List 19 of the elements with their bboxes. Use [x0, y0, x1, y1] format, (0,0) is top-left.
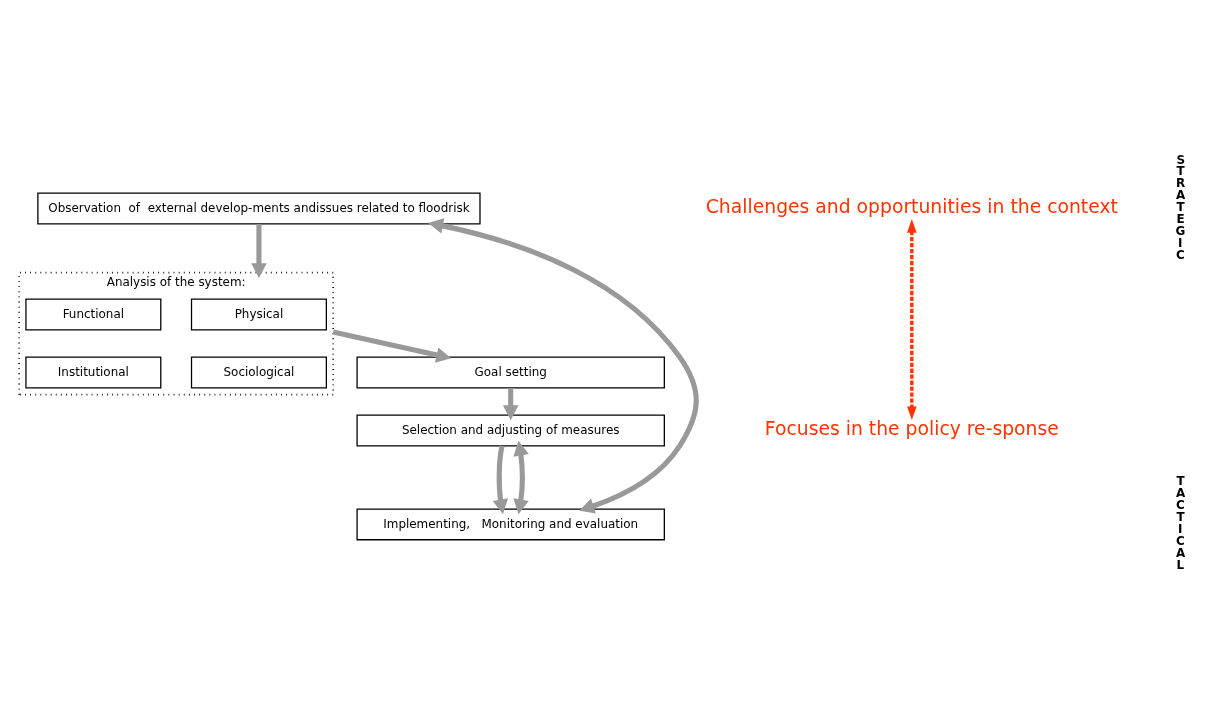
node-box: Institutional: [25, 355, 162, 388]
node-box: Selection and adjusting of measures: [356, 414, 665, 446]
arrow: [251, 223, 267, 278]
arrow: [332, 328, 452, 363]
node-box: Functional: [25, 297, 162, 330]
arrow: [513, 440, 529, 514]
node-box: Implementing, Monitoring and evaluation: [356, 507, 665, 540]
node-box: Goal setting: [356, 355, 665, 388]
node-box: Observation of external develop-ments andissues related to floodrisk: [37, 192, 481, 225]
arrow: [502, 387, 519, 420]
arrow: [907, 218, 917, 420]
node-text: Focuses in the policy re-sponse: [764, 417, 1059, 439]
label: STRATEGIC: [1175, 152, 1186, 262]
node-box: Sociological: [190, 355, 327, 388]
node-box: Physical: [190, 297, 327, 330]
arrow: [428, 217, 699, 513]
node-text: Challenges and opportunities in the context: [705, 195, 1118, 217]
label: TACTICAL: [1175, 473, 1186, 572]
arrow: [492, 445, 509, 514]
